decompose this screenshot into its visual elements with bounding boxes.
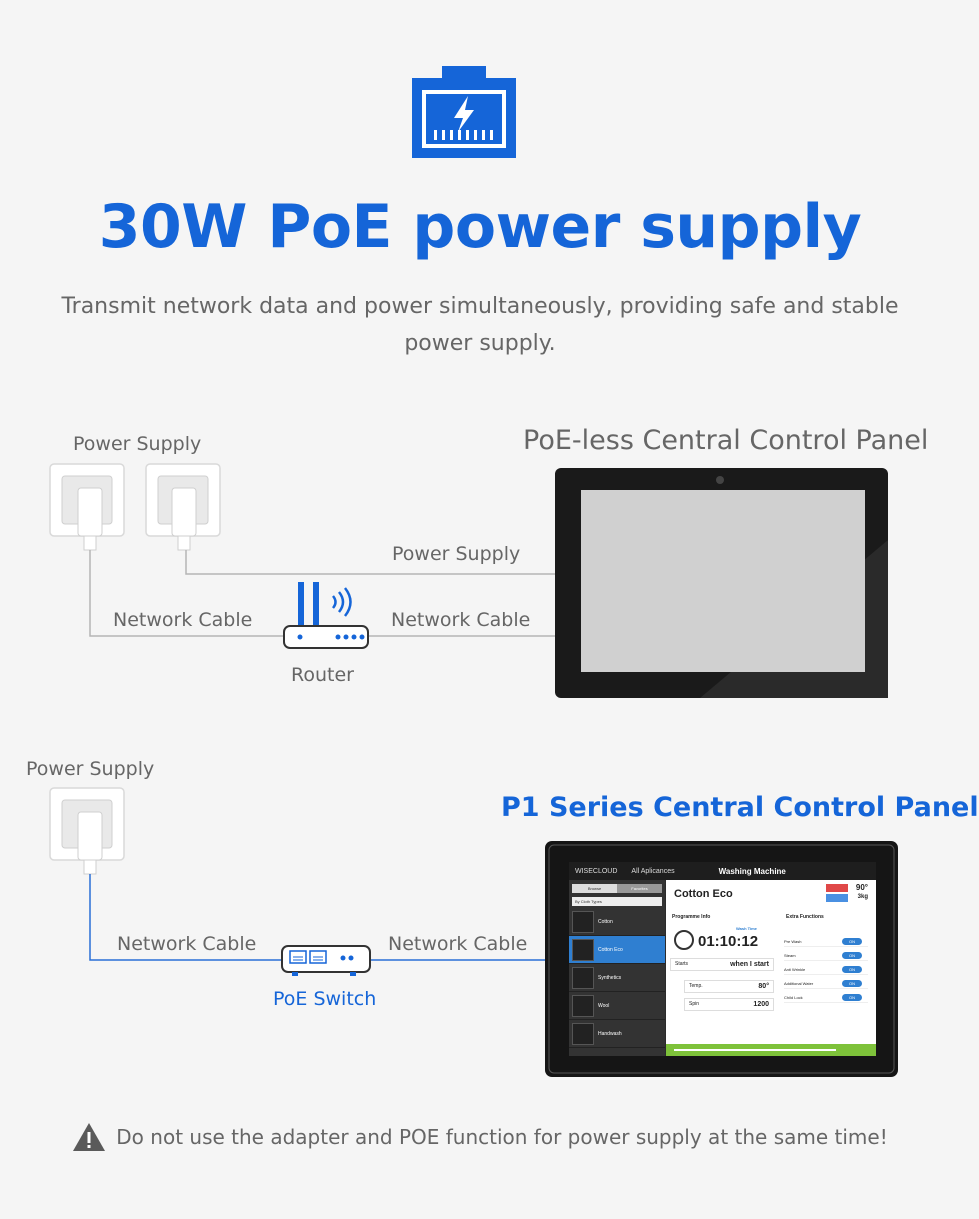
list-item[interactable]: Cotton Eco — [569, 936, 665, 964]
p1-tab-favorites[interactable]: Favorites — [617, 884, 662, 893]
warning-text: Do not use the adapter and POE function … — [116, 1125, 888, 1149]
p1-temp-row[interactable]: Temp.80° — [684, 980, 774, 993]
poe-less-panel-device — [555, 468, 888, 698]
p1-sort[interactable]: By Cloth Types — [572, 897, 662, 906]
p1-programme-info-label: Programme Info — [672, 914, 711, 920]
list-item[interactable]: Cotton — [569, 908, 665, 936]
p1-extra-functions-label: Extra Functions — [786, 914, 824, 920]
router-icon — [283, 582, 369, 649]
network-cable-label-top-right: Network Cable — [391, 609, 531, 631]
wall-socket-icon — [49, 463, 125, 551]
wall-socket-icon — [145, 463, 221, 551]
p1-nav: All Aplicances — [631, 867, 675, 875]
list-item[interactable]: Handwash — [569, 1020, 665, 1048]
p1-temperature: 90° — [855, 883, 868, 892]
list-item[interactable]: Wool — [569, 992, 665, 1020]
network-cable-label-top-left: Network Cable — [113, 609, 253, 631]
list-item[interactable]: Synthetics — [569, 964, 665, 992]
router-label: Router — [291, 664, 354, 686]
p1-tab-browse[interactable]: Browse — [572, 884, 617, 893]
power-supply-label-top: Power Supply — [73, 433, 202, 455]
p1-wash-time: 01:10:12 — [698, 933, 759, 950]
p1-panel-title: P1 Series Central Control Panel — [501, 792, 979, 823]
poe-less-panel-title: PoE-less Central Control Panel — [523, 425, 929, 456]
page-subtitle: Transmit network data and power simultan… — [61, 294, 899, 356]
p1-selected-program: Cotton Eco — [674, 888, 733, 900]
wall-socket-icon — [49, 787, 125, 875]
network-cable-label-bottom-right: Network Cable — [388, 933, 528, 955]
p1-detail-pane: Cotton Eco 90° 3kg Programme Info Extra … — [666, 880, 876, 1056]
p1-device-title: Washing Machine — [718, 866, 786, 876]
network-cable-label-bottom-left: Network Cable — [117, 933, 257, 955]
poe-switch-icon — [281, 945, 371, 976]
p1-weight: 3kg — [857, 894, 868, 900]
p1-progress-bar — [666, 1044, 876, 1056]
power-supply-line-label: Power Supply — [392, 543, 521, 565]
p1-top-bar: WISECLOUD All Aplicances Washing Machine — [569, 862, 876, 880]
p1-screen: WISECLOUD All Aplicances Washing Machine… — [569, 862, 876, 1056]
p1-program-list: Browse Favorites By Cloth Types Cotton C… — [569, 880, 665, 1056]
poe-switch-label: PoE Switch — [273, 988, 377, 1010]
stopwatch-icon — [674, 930, 694, 950]
p1-brand: WISECLOUD — [575, 867, 618, 875]
ethernet-port-lightning-icon — [412, 66, 516, 158]
warning-triangle-icon — [73, 1123, 106, 1151]
page-title: 30W PoE power supply — [98, 192, 862, 262]
p1-badge — [826, 884, 848, 892]
power-supply-label-bottom: Power Supply — [26, 758, 155, 780]
warning-row: Do not use the adapter and POE function … — [0, 1120, 960, 1154]
p1-wash-time-label: Wash Time — [736, 926, 757, 931]
p1-badge — [826, 894, 848, 902]
